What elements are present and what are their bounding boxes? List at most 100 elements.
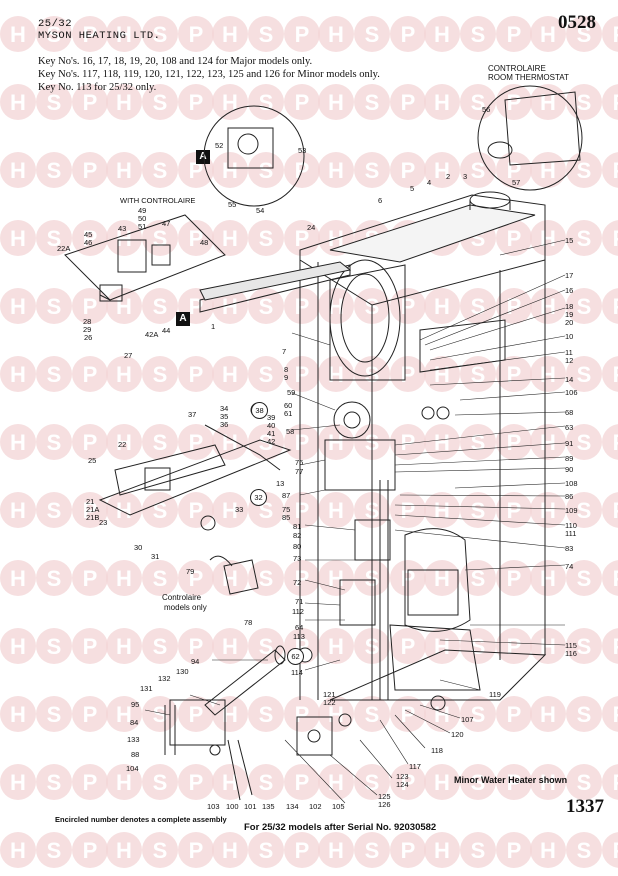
part-number-63: 63	[565, 423, 574, 432]
part-number-114: 114	[291, 668, 303, 677]
encircled-note: Encircled number denotes a complete asse…	[55, 815, 227, 824]
part-number-22A: 22A	[57, 244, 71, 253]
part-number-1: 1	[211, 322, 216, 331]
part-number-102: 102	[309, 802, 322, 811]
boiler-casing	[299, 191, 547, 701]
part-number-16: 16	[565, 286, 574, 295]
part-number-30: 30	[134, 543, 143, 552]
part-number-48: 48	[200, 238, 209, 247]
controlaire-label: CONTROLAIRE	[488, 64, 546, 73]
part-number-88: 88	[131, 750, 140, 759]
part-number-34: 34	[220, 404, 229, 413]
part-number-105: 105	[332, 802, 345, 811]
part-number-59: 59	[287, 388, 296, 397]
controlaire-models-label: Controlaire	[162, 593, 202, 602]
gas-valve-assembly	[297, 401, 450, 700]
part-number-103: 103	[207, 802, 220, 811]
part-number-25: 25	[88, 456, 97, 465]
part-number-12: 12	[565, 356, 574, 365]
part-number-45: 45	[84, 230, 93, 239]
manufacturer-name: MYSON HEATING LTD.	[38, 30, 161, 42]
part-number-83: 83	[565, 544, 574, 553]
part-number-76: 76	[295, 458, 304, 467]
part-number-42A: 42A	[145, 330, 159, 339]
part-number-104: 104	[126, 764, 139, 773]
part-number-71: 71	[295, 597, 304, 606]
part-number-115: 115	[565, 641, 577, 650]
part-number-72: 72	[293, 578, 302, 587]
part-number-94: 94	[191, 657, 200, 666]
part-number-68: 68	[565, 408, 574, 417]
part-number-53: 53	[298, 146, 307, 155]
part-number-79: 79	[186, 567, 195, 576]
part-number-40: 40	[267, 421, 276, 430]
part-number-77: 77	[295, 467, 304, 476]
part-number-111: 111	[565, 529, 577, 538]
part-number-41: 41	[267, 429, 276, 438]
part-number-49: 49	[138, 206, 147, 215]
part-number-2: 2	[446, 172, 451, 181]
document-number: 1337	[566, 796, 604, 817]
room-thermostat-label: ROOM THERMOSTAT	[488, 73, 569, 82]
leader-lines	[144, 239, 566, 804]
part-number-23: 23	[99, 518, 108, 527]
viewing-window	[296, 713, 352, 756]
part-number-54: 54	[256, 206, 265, 215]
part-number-22: 22	[118, 440, 127, 449]
part-number-95: 95	[131, 700, 140, 709]
part-number-132: 132	[158, 674, 171, 683]
part-number-58: 58	[286, 427, 295, 436]
part-number-18: 18	[565, 302, 574, 311]
mounting-bracket	[98, 402, 292, 531]
part-number-123: 123	[396, 772, 409, 781]
part-number-116: 116	[565, 649, 577, 658]
part-number-46: 46	[84, 238, 93, 247]
key-note-2532: Key No. 113 for 25/32 only.	[38, 82, 157, 93]
models-only-label: models only	[164, 603, 207, 612]
part-number-11: 11	[565, 348, 573, 357]
part-number-6: 6	[378, 196, 383, 205]
part-number-122: 122	[323, 698, 336, 707]
transformer	[209, 555, 259, 595]
part-number-101: 101	[244, 802, 257, 811]
part-number-119: 119	[489, 690, 501, 699]
section-a-marker-top: A	[196, 150, 210, 164]
part-number-87: 87	[282, 491, 291, 500]
part-number-57: 57	[512, 178, 521, 187]
model-number: 25/32	[38, 18, 73, 30]
part-number-13: 13	[276, 479, 285, 488]
part-number-134: 134	[286, 802, 299, 811]
part-number-130: 130	[176, 667, 189, 676]
part-number-7: 7	[282, 347, 287, 356]
with-controlaire-label: WITH CONTROLAIRE	[120, 196, 196, 205]
part-number-91: 91	[565, 439, 574, 448]
part-number-21A: 21A	[86, 505, 100, 514]
part-number-109: 109	[565, 506, 578, 515]
part-number-78: 78	[244, 618, 253, 627]
part-number-44: 44	[162, 326, 171, 335]
part-number-110: 110	[565, 521, 577, 530]
air-filter	[199, 261, 352, 313]
part-number-32: 32	[250, 489, 267, 506]
part-number-118: 118	[431, 746, 443, 755]
part-number-90: 90	[565, 465, 574, 474]
part-number-38: 38	[251, 402, 268, 419]
part-number-5: 5	[410, 184, 415, 193]
part-number-55: 55	[228, 200, 237, 209]
part-number-124: 124	[396, 780, 409, 789]
part-number-19: 19	[565, 310, 574, 319]
section-a-marker-bottom: A	[176, 312, 190, 326]
part-number-26: 26	[84, 333, 93, 342]
part-number-14: 14	[565, 375, 574, 384]
part-number-56: 56	[482, 105, 491, 114]
part-number-100: 100	[226, 802, 239, 811]
part-number-125: 125	[378, 792, 391, 801]
part-number-85: 85	[282, 513, 291, 522]
part-number-74: 74	[565, 562, 574, 571]
part-number-113: 113	[293, 632, 305, 641]
part-number-43: 43	[118, 224, 127, 233]
part-number-29: 29	[83, 325, 92, 334]
part-number-82: 82	[293, 531, 302, 540]
part-number-120: 120	[451, 730, 464, 739]
part-number-81: 81	[293, 522, 302, 531]
